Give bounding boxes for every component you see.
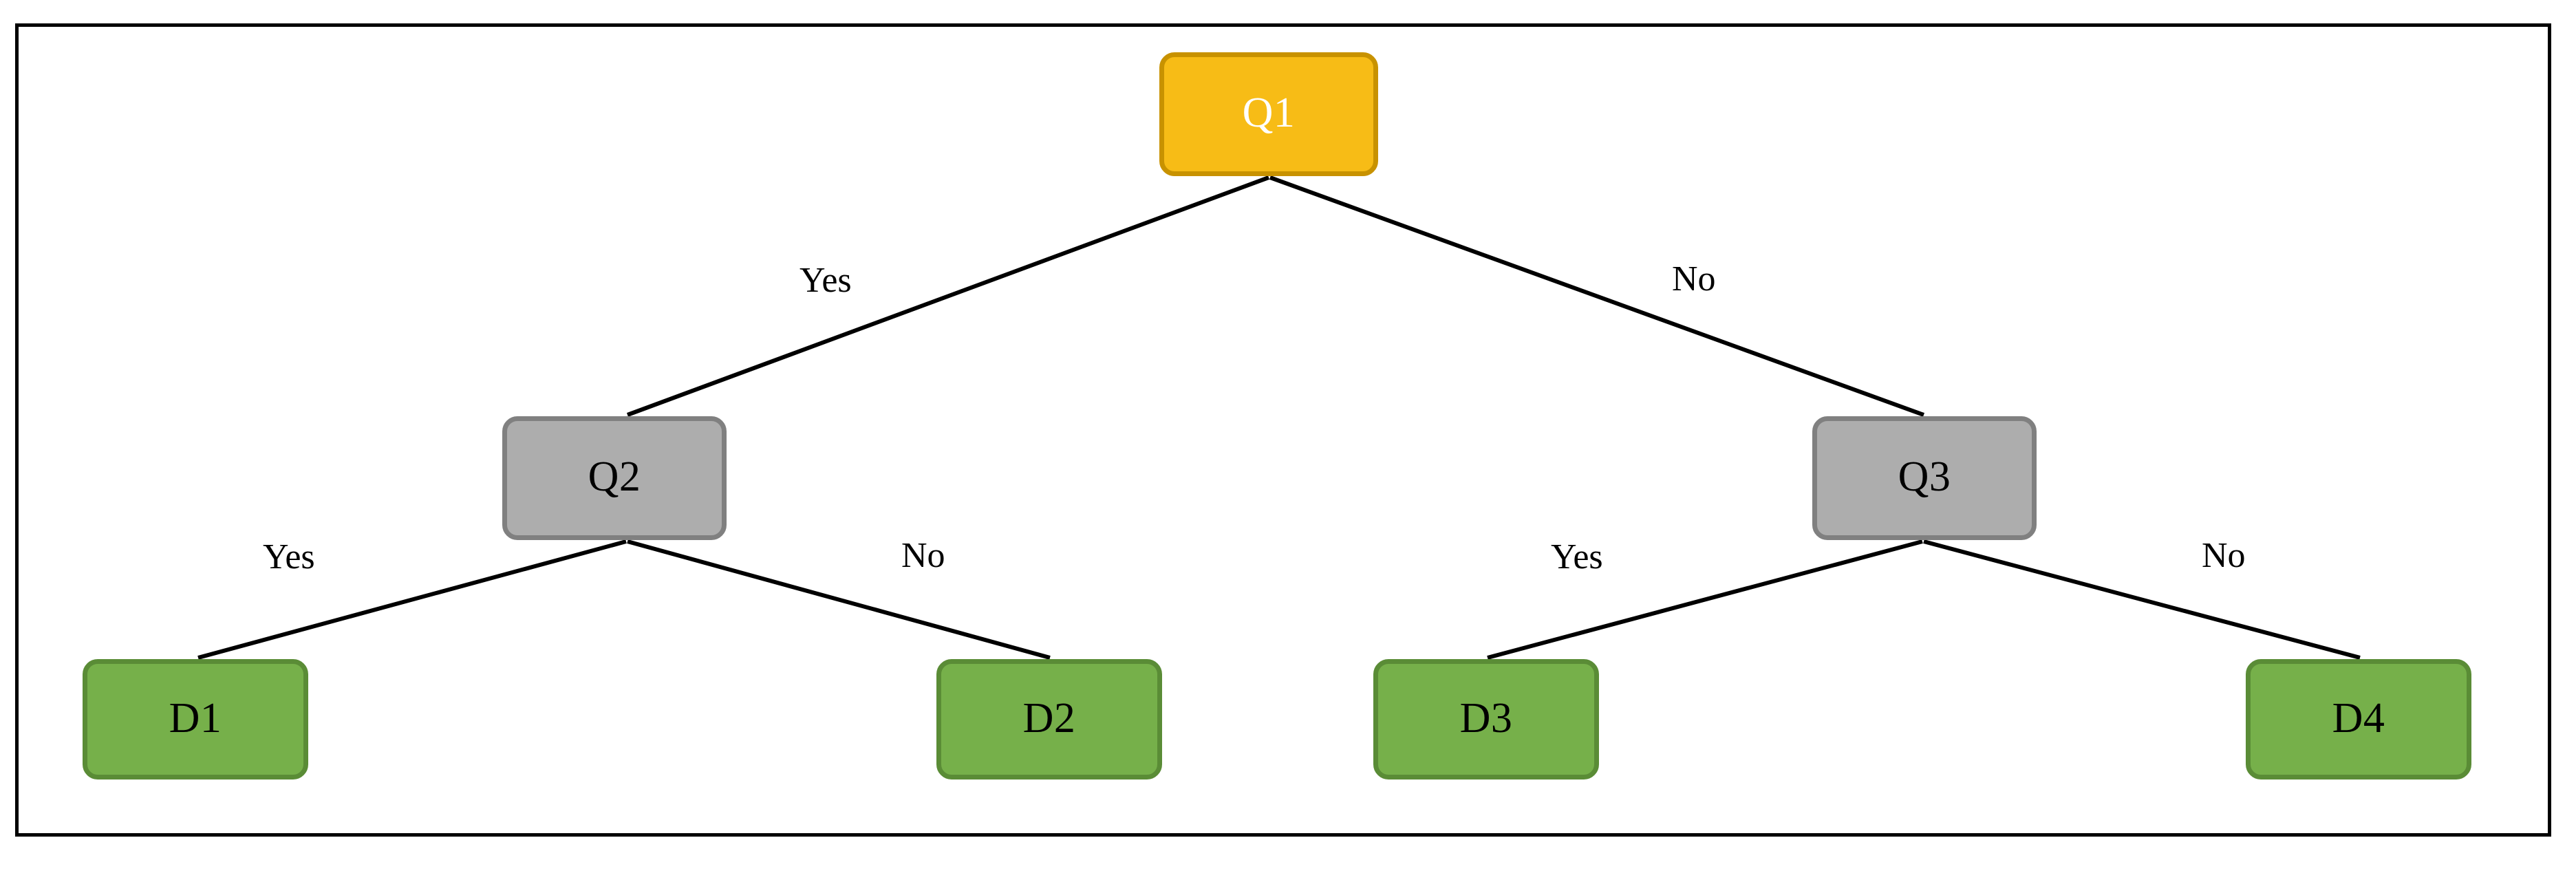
edge-label-q2-d2: No	[901, 536, 945, 575]
node-d4-label: D4	[2332, 694, 2385, 742]
node-d2-label: D2	[1022, 694, 1076, 742]
edge-label-q1-q2: Yes	[799, 261, 852, 300]
node-q1[interactable]: Q1	[1159, 52, 1378, 176]
node-q2-label: Q2	[588, 453, 641, 500]
node-d1[interactable]: D1	[83, 659, 308, 779]
node-d1-label: D1	[169, 694, 222, 742]
edge-label-q2-d1: Yes	[263, 537, 315, 577]
node-d3[interactable]: D3	[1373, 659, 1599, 779]
node-q3[interactable]: Q3	[1812, 416, 2037, 540]
edge-label-q3-d4: No	[2202, 536, 2246, 575]
edge-label-q3-d3: Yes	[1551, 537, 1603, 577]
node-q1-label: Q1	[1242, 89, 1296, 136]
node-q2[interactable]: Q2	[502, 416, 727, 540]
edge-label-q1-q3: No	[1672, 259, 1716, 299]
node-q3-label: Q3	[1898, 453, 1951, 500]
node-d4[interactable]: D4	[2246, 659, 2471, 779]
node-d3-label: D3	[1459, 694, 1513, 742]
diagram-frame-border	[15, 23, 2551, 837]
node-d2[interactable]: D2	[936, 659, 1162, 779]
